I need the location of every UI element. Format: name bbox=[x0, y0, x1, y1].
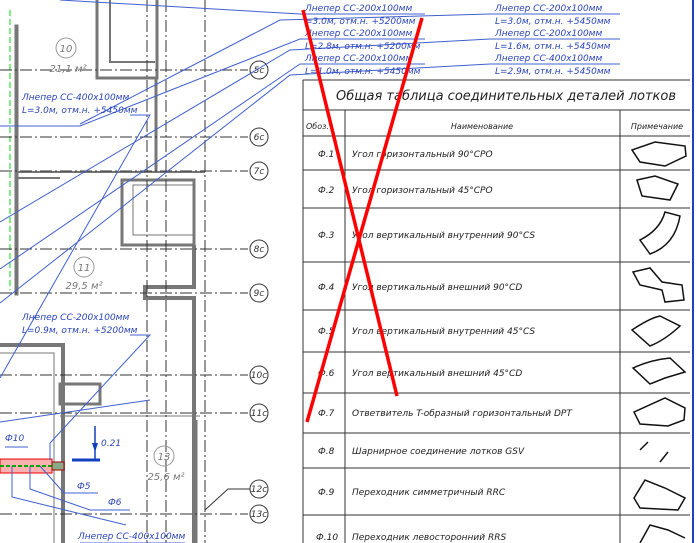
svg-text:Переходник симметричный RRC: Переходник симметричный RRC bbox=[352, 488, 506, 498]
table-lines bbox=[302, 79, 690, 543]
axis-label: 13c bbox=[251, 510, 267, 520]
leader-label: Лнепер СС-200x100мм bbox=[494, 4, 602, 14]
leader-spec: L=1.0м, отм.н. +5450мм bbox=[305, 67, 421, 77]
svg-text:Угол вертикальный внешний 45°C: Угол вертикальный внешний 45°CD bbox=[352, 369, 522, 379]
svg-text:Ф.8: Ф.8 bbox=[318, 447, 335, 457]
table-row: Ф.8 Шарнирное соединение лотков GSV bbox=[318, 447, 525, 457]
axis-label: 8c bbox=[254, 245, 265, 255]
leader-spec: L=1.6м, отм.н. +5450мм bbox=[495, 42, 611, 52]
col-header-name: Наименование bbox=[451, 122, 513, 131]
svg-text:Шарнирное соединение лотков GS: Шарнирное соединение лотков GSV bbox=[352, 447, 525, 457]
col-header-note: Примечание bbox=[631, 122, 683, 131]
leader-label: Лнепер СС-400x100мм bbox=[494, 54, 602, 64]
room-number: 11 bbox=[78, 263, 91, 274]
elevation-mark: 0.21 bbox=[101, 439, 121, 449]
leader-spec: L=0.9м, отм.н. +5200мм bbox=[22, 326, 138, 336]
col-header-code: Обоз. bbox=[306, 122, 329, 131]
axis-label: 7c bbox=[254, 167, 265, 177]
mark-f5: Ф5 bbox=[77, 482, 91, 492]
table-row: Ф.4 Угол вертикальный внешний 90°CD bbox=[318, 283, 522, 293]
axis-markers bbox=[249, 60, 269, 524]
leader-spec: L=3.0м, отм.н. +5450мм bbox=[22, 106, 138, 116]
table-row: Ф.1 Угол горизонтальный 90°CPO bbox=[318, 150, 493, 160]
leader-spec: L=3.0м, отм.н. +5450мм bbox=[495, 17, 611, 27]
svg-text:Ф.5: Ф.5 bbox=[318, 327, 335, 337]
leader-label: Лнепер СС-400x100мм bbox=[77, 532, 185, 542]
table-row: Ф.3 Угол вертикальный внутренний 90°CS bbox=[318, 231, 535, 241]
leader-spec: L=2.9м, отм.н. +5450мм bbox=[495, 67, 611, 77]
room-tags bbox=[55, 37, 175, 467]
svg-text:Ф.2: Ф.2 bbox=[318, 186, 335, 196]
table-row: Ф.6 Угол вертикальный внешний 45°CD bbox=[318, 369, 522, 379]
svg-text:Угол вертикальный внутренний 4: Угол вертикальный внутренний 45°CS bbox=[352, 327, 535, 337]
svg-text:Переходник левосторонний RRS: Переходник левосторонний RRS bbox=[352, 533, 506, 543]
table-row: Ф.10 Переходник левосторонний RRS bbox=[316, 533, 506, 543]
leader-lines bbox=[0, 0, 620, 543]
mark-f6: Ф6 bbox=[108, 498, 122, 508]
walls bbox=[0, 0, 205, 543]
svg-text:Ф.6: Ф.6 bbox=[318, 369, 335, 379]
table-row: Ф.2 Угол горизонтальный 45°CPO bbox=[318, 186, 493, 196]
axis-label: 5c bbox=[254, 66, 265, 76]
table-row: Ф.7 Ответвитель T-образный горизонтальный… bbox=[318, 409, 573, 419]
red-cross-mark bbox=[301, 9, 424, 423]
leader-label: Лнепер СС-200x100мм bbox=[304, 29, 412, 39]
svg-text:Ответвитель T-образный горизон: Ответвитель T-образный горизонтальный DP… bbox=[352, 409, 573, 419]
leader-label: Лнепер СС-200x100мм bbox=[494, 29, 602, 39]
svg-text:Ф.3: Ф.3 bbox=[318, 231, 335, 241]
axis-label: 9c bbox=[254, 289, 265, 299]
fitting-icons bbox=[630, 141, 687, 543]
mark-f10: Ф10 bbox=[5, 434, 24, 444]
svg-text:Ф.4: Ф.4 bbox=[318, 283, 335, 293]
leader-label: Лнепер СС-200x100мм bbox=[21, 313, 129, 323]
axis-label: 11c bbox=[251, 409, 267, 419]
svg-text:Угол горизонтальный 90°CPO: Угол горизонтальный 90°CPO bbox=[352, 150, 493, 160]
leader-label: Лнепер СС-200x100мм bbox=[304, 4, 412, 14]
leader-labels: Лнепер СС-200x100мм =3.0м, отм.н. +5200м… bbox=[21, 4, 611, 542]
svg-text:Ф.1: Ф.1 bbox=[318, 150, 334, 160]
table-title: Общая таблица соединительных деталей лот… bbox=[336, 89, 676, 104]
room-number: 13 bbox=[158, 452, 171, 463]
axis-label: 6c bbox=[254, 133, 265, 143]
cable-tray bbox=[0, 426, 100, 474]
table-row: Ф.9 Переходник симметричный RRC bbox=[318, 488, 506, 498]
room-area: 25,6 м² bbox=[148, 472, 185, 483]
svg-text:Угол вертикальный внутренний 9: Угол вертикальный внутренний 90°CS bbox=[352, 231, 535, 241]
grid-lines bbox=[0, 0, 248, 543]
axis-label: 12c bbox=[251, 485, 267, 495]
room-area: 29,5 м² bbox=[66, 281, 103, 292]
leader-spec: =3.0м, отм.н. +5200мм bbox=[305, 17, 416, 27]
svg-text:Угол вертикальный внешний 90°C: Угол вертикальный внешний 90°CD bbox=[352, 283, 522, 293]
svg-text:Ф.7: Ф.7 bbox=[318, 409, 335, 419]
table-rows: Ф.1 Угол горизонтальный 90°CPO Ф.2 Угол го… bbox=[316, 150, 573, 543]
leader-spec: L=2.8м, отм.н. +5200мм bbox=[305, 42, 421, 52]
leader-label: Лнепер СС-200x100мм bbox=[304, 54, 412, 64]
leader-label: Лнепер СС-400x100мм bbox=[21, 93, 129, 103]
table-row: Ф.5 Угол вертикальный внутренний 45°CS bbox=[318, 327, 535, 337]
svg-text:Ф.9: Ф.9 bbox=[318, 488, 335, 498]
axis-label: 10c bbox=[251, 371, 267, 381]
svg-text:Угол горизонтальный 45°CPO: Угол горизонтальный 45°CPO bbox=[352, 186, 493, 196]
room-number: 10 bbox=[60, 44, 73, 55]
room-area: 21,1 м² bbox=[50, 64, 87, 75]
svg-text:Ф.10: Ф.10 bbox=[316, 533, 338, 543]
